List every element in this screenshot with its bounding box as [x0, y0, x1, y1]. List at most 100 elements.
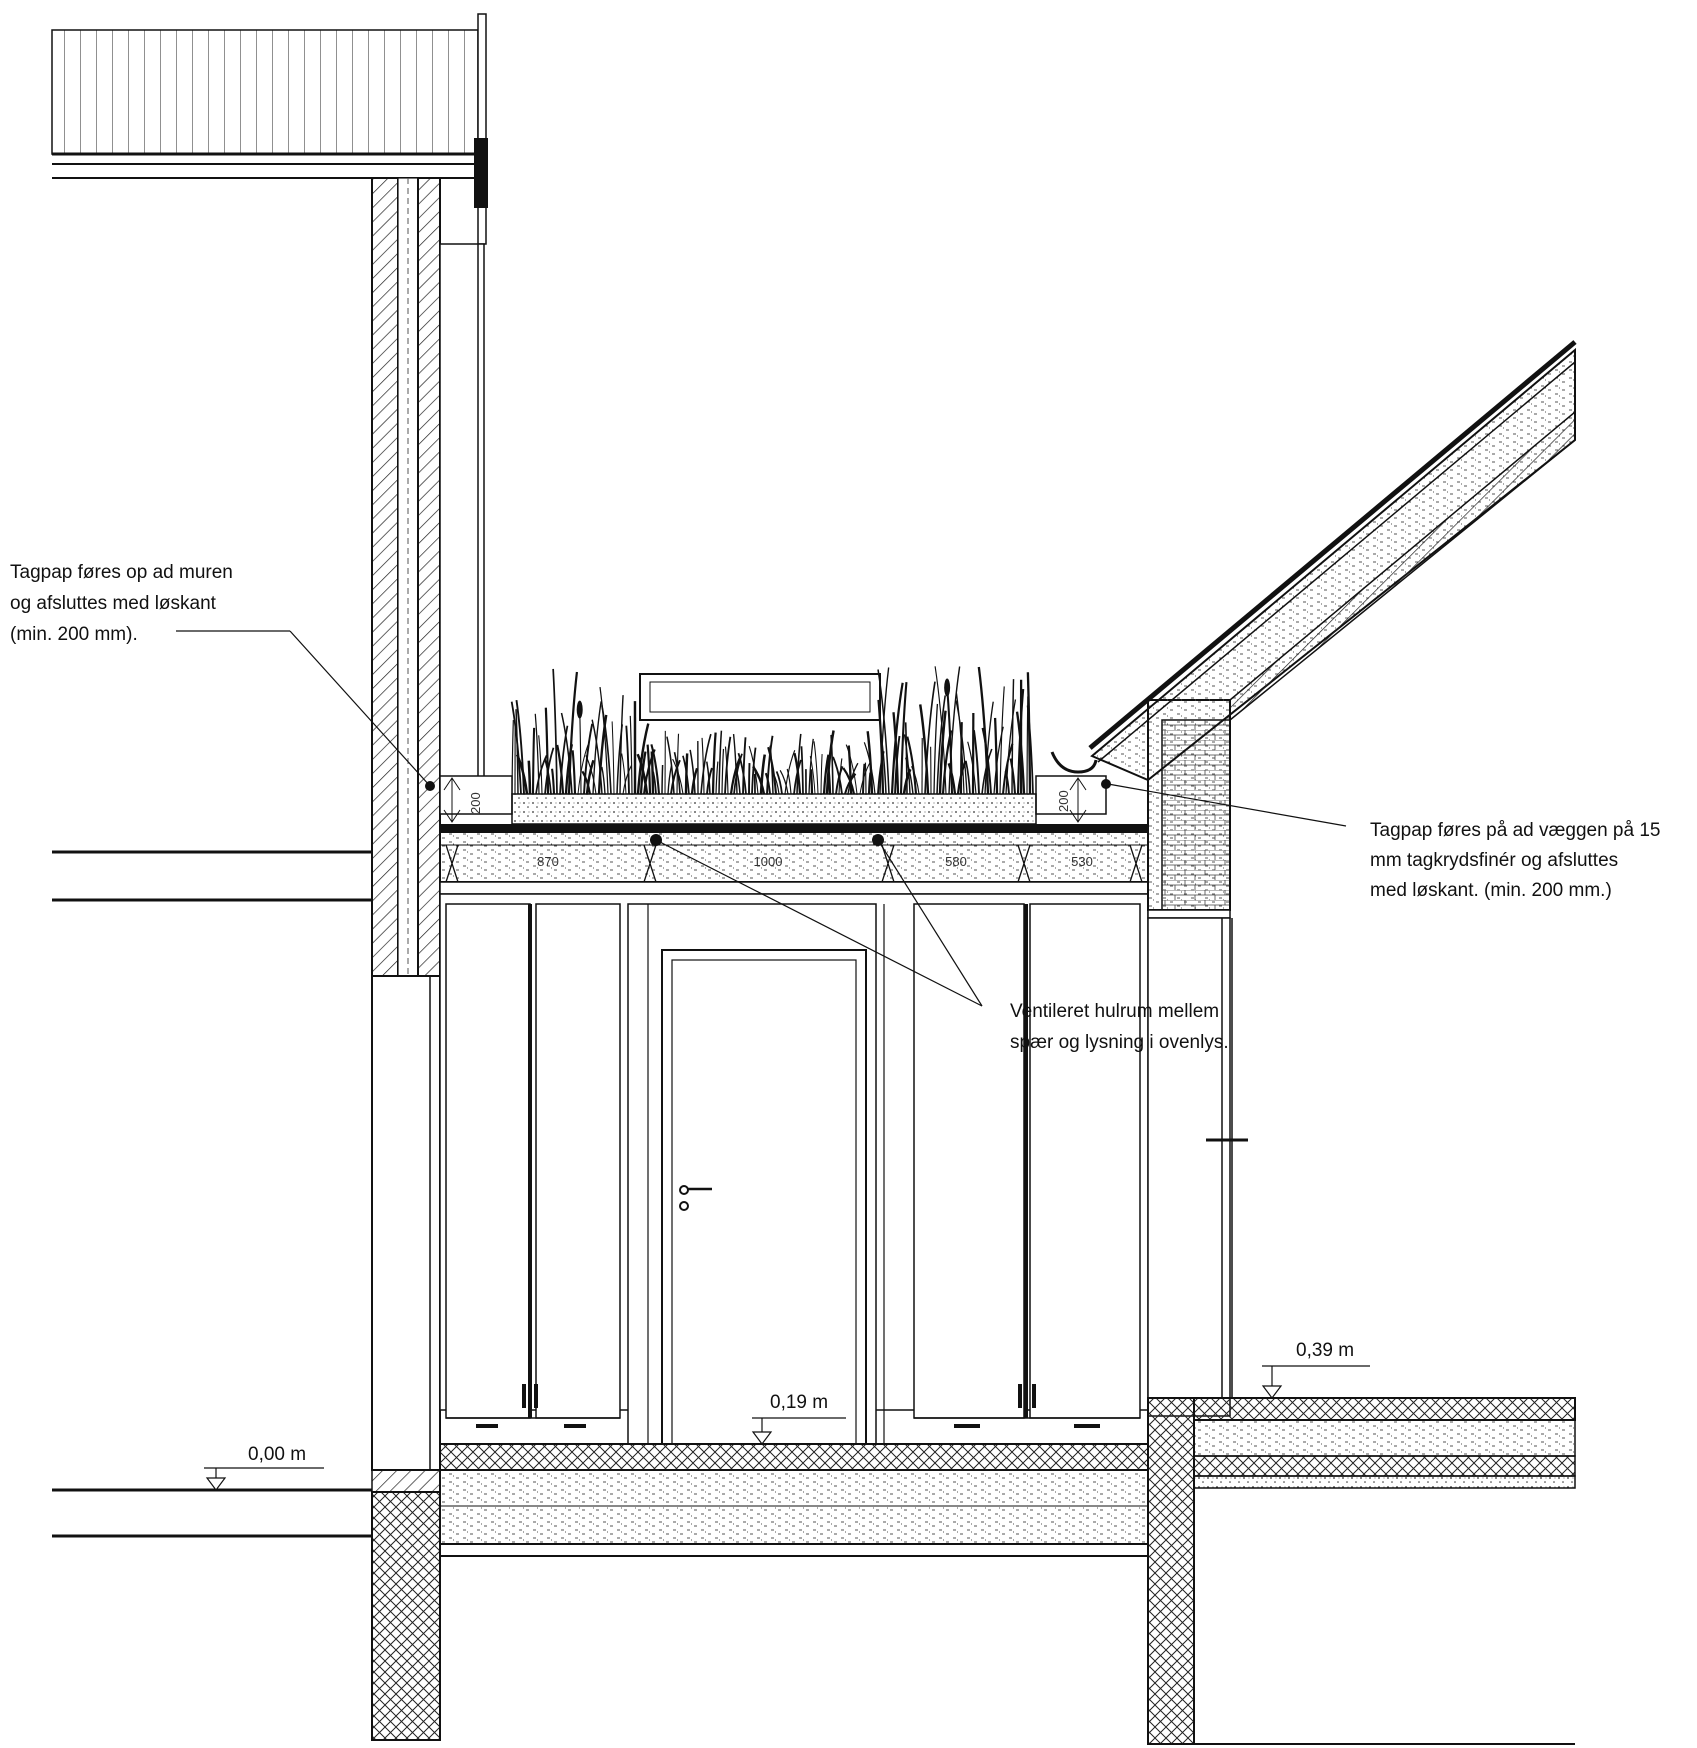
interior-elevation	[439, 893, 1149, 1557]
grass-blade	[965, 760, 971, 795]
note-left-line-2: og afsluttes med løskant	[10, 593, 217, 614]
grass-blade	[847, 762, 859, 795]
rafters	[445, 844, 1143, 883]
grass-blade	[581, 770, 592, 795]
grass-blade	[999, 686, 1005, 795]
grass-blade	[567, 671, 579, 795]
grass-blade	[877, 669, 890, 795]
grass-blade	[955, 700, 968, 795]
left-wall	[371, 177, 485, 1741]
grass-blade	[938, 710, 947, 795]
grass-blade	[845, 744, 858, 795]
grass-blade	[652, 771, 657, 795]
grass-blade	[534, 713, 540, 795]
grass-blade	[866, 731, 874, 795]
grass-blade	[892, 712, 900, 795]
grass-blade	[772, 773, 780, 795]
grass-blade	[813, 741, 819, 795]
grass-blade	[531, 727, 536, 795]
grass-blade	[721, 748, 725, 795]
grass-blade	[766, 735, 774, 795]
grass-blade	[1015, 711, 1026, 795]
grass-blade	[984, 701, 994, 795]
leader-lines	[176, 630, 1347, 1007]
grass-blade	[597, 714, 608, 795]
grass-blade	[601, 705, 612, 795]
grass-blade	[735, 771, 741, 795]
grass-blade	[666, 736, 675, 795]
rafter-spacing-2: 1000	[754, 854, 783, 869]
grass-blade	[981, 727, 992, 795]
grass-blade	[552, 668, 558, 795]
grass-blade	[706, 761, 711, 795]
grass-blade	[571, 750, 577, 795]
upstand-left-dim: 200	[443, 777, 483, 823]
grass-blade	[636, 723, 650, 795]
grass-blade	[700, 733, 712, 795]
grass-blade	[724, 746, 729, 795]
grass-blade	[718, 730, 723, 795]
grass-blade	[933, 703, 939, 795]
grass-blade	[1005, 699, 1017, 795]
grass-blade	[527, 760, 532, 795]
grass-blade	[515, 754, 529, 795]
grass-blade	[820, 754, 823, 795]
grass-blade	[793, 759, 802, 795]
grass-blade	[947, 762, 957, 795]
rafter-spacing-1: 870	[537, 854, 559, 869]
grass-blade	[599, 686, 609, 795]
grass-blade	[551, 768, 556, 795]
grass-blade	[863, 742, 876, 795]
grass-blade	[808, 738, 814, 795]
grass-blade	[611, 721, 615, 795]
grass-blade	[775, 771, 783, 795]
grass-blade	[793, 752, 802, 795]
grass-blade	[646, 744, 652, 795]
grass-blade	[919, 704, 930, 795]
grass-blade	[1026, 705, 1034, 795]
note-left-line-3: (min. 200 mm).	[10, 624, 138, 645]
grass-blade	[906, 736, 918, 795]
grass-blade	[911, 765, 920, 795]
grass-blade	[879, 731, 887, 795]
grass-blade	[583, 723, 594, 795]
grass-blade	[759, 754, 767, 795]
grass-blade	[934, 666, 947, 795]
grass-blade	[864, 762, 867, 795]
grass-blade	[842, 767, 856, 795]
grass-blade	[826, 760, 832, 795]
note-cavity-line-2: spær og lysning i ovenlys.	[1010, 1032, 1229, 1053]
grass-blade	[899, 682, 908, 795]
grass-blade	[764, 772, 771, 795]
grass-blade	[796, 733, 802, 795]
grass-blade	[809, 756, 816, 795]
grass-blade	[830, 734, 834, 795]
grass-blade	[672, 758, 684, 795]
grass-blade	[622, 765, 632, 795]
grass-blade	[560, 712, 573, 795]
grass-blade	[835, 765, 844, 795]
grass-blade	[742, 737, 747, 795]
grass-seedhead	[944, 678, 951, 697]
grass-blade	[946, 687, 954, 795]
upstand-right-value: 200	[1056, 790, 1071, 812]
rafter-spacing-4: 530	[1071, 854, 1093, 869]
grass-blade	[905, 757, 914, 795]
grass-blade	[1009, 758, 1017, 795]
note-left-line-1: Tagpap føres op ad muren	[10, 562, 233, 583]
upper-balcony	[51, 13, 488, 245]
gutter	[1050, 751, 1098, 774]
grass-blade	[786, 768, 792, 795]
grass-blade	[559, 725, 569, 795]
grass-blade	[959, 722, 963, 795]
level-terrace-label: 0,39 m	[1296, 1340, 1354, 1361]
grass-blade	[650, 751, 655, 795]
level-ground-label: 0,00 m	[248, 1444, 306, 1465]
grass-blade	[809, 769, 814, 795]
grass-blade	[924, 681, 936, 795]
grass-blade	[676, 733, 680, 795]
grass-blade	[689, 749, 696, 795]
grass-blade	[729, 756, 742, 795]
roof-vegetation	[510, 666, 1034, 795]
grass-blade	[838, 758, 843, 795]
